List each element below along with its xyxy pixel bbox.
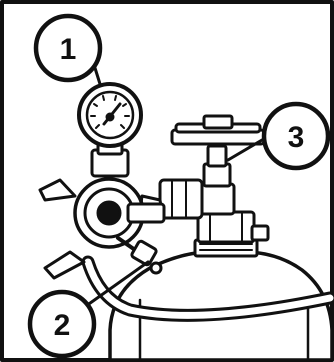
callout-3-number: 3	[288, 121, 305, 154]
callout-2: 2	[27, 260, 150, 359]
pressure-regulator	[38, 148, 166, 280]
gas-hose	[84, 258, 334, 319]
cylinder-valve-handwheel	[170, 114, 266, 146]
callout-2-number: 2	[54, 309, 71, 342]
callout-1-number: 1	[60, 33, 77, 66]
callout-1: 1	[33, 13, 103, 86]
cylinder-valve	[158, 144, 270, 244]
pressure-gauge	[77, 82, 143, 156]
callout-3: 3	[226, 101, 331, 171]
gas-cylinder	[108, 238, 334, 362]
regulator-knob	[116, 236, 163, 275]
